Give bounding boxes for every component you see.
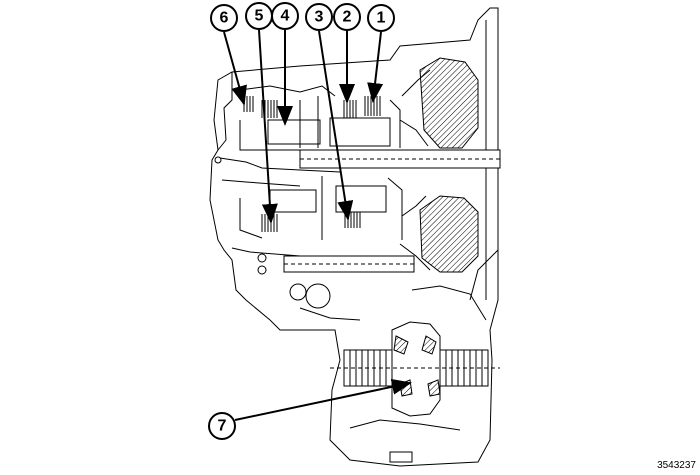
leader-line-3: [318, 30, 354, 221]
torque-converter-lower: [419, 195, 479, 273]
torque-converter-upper: [419, 57, 479, 149]
callout-7: 7: [208, 412, 236, 440]
leader-lines: [223, 29, 412, 421]
transaxle-drawing: [209, 7, 501, 467]
callout-2-label: 2: [343, 9, 352, 26]
callout-3: 3: [305, 3, 333, 31]
differential: [330, 321, 500, 417]
callout-1: 1: [367, 4, 395, 32]
leader-line-6: [223, 31, 247, 106]
clutch-pack-6: [243, 96, 254, 112]
callout-7-label: 7: [218, 418, 227, 435]
leader-line-7: [234, 378, 412, 421]
callout-4-label: 4: [281, 8, 290, 25]
leader-line-1: [367, 31, 384, 103]
callout-3-label: 3: [315, 9, 324, 26]
callout-5-label: 5: [255, 8, 264, 25]
callout-2: 2: [333, 3, 361, 31]
clutch-pack-5: [261, 214, 278, 232]
callout-6: 6: [210, 4, 238, 32]
callout-6-label: 6: [220, 10, 229, 27]
callout-5: 5: [245, 2, 273, 30]
callout-4: 4: [271, 2, 299, 30]
leader-line-5: [258, 29, 278, 224]
case-outline: [209, 7, 499, 467]
callout-1-label: 1: [377, 10, 386, 27]
clutch-pack-2: [343, 100, 357, 118]
figure-id: 3543237: [657, 460, 696, 471]
